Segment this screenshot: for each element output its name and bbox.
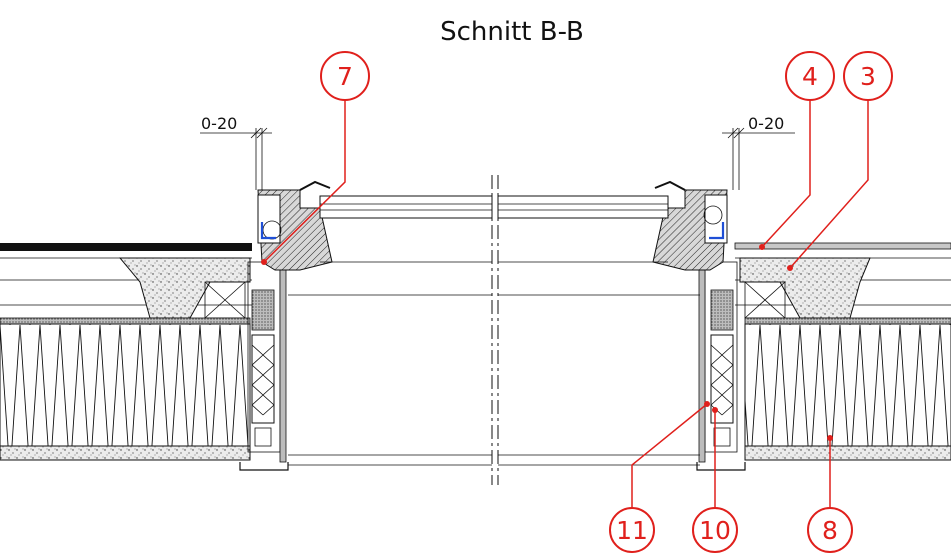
dimension-left: 0-20 [200, 114, 272, 190]
sealing-wedge-left [118, 257, 251, 319]
svg-text:3: 3 [860, 62, 876, 91]
glazing [288, 195, 700, 466]
dimension-label-right: 0-20 [748, 114, 784, 133]
upstand-right [652, 180, 746, 471]
callout-10: 10 [692, 407, 738, 553]
roof-left [0, 243, 252, 461]
roof-membrane-left [0, 243, 252, 251]
deck-left [0, 445, 251, 461]
callout-7: 7 [261, 51, 370, 265]
sealing-wedge-right [739, 257, 871, 319]
dimension-label-left: 0-20 [201, 114, 237, 133]
svg-text:10: 10 [699, 516, 731, 545]
drawing-title: Schnitt B-B [440, 17, 584, 47]
roof-membrane-right [734, 242, 951, 250]
upstand-left [239, 180, 333, 471]
callout-3: 3 [787, 51, 893, 271]
dimension-right: 0-20 [722, 114, 795, 190]
svg-text:4: 4 [802, 62, 818, 91]
deck-right [744, 445, 951, 461]
svg-text:7: 7 [337, 62, 353, 91]
svg-text:8: 8 [822, 516, 838, 545]
insulation-left [0, 323, 251, 447]
roof-right [734, 242, 951, 461]
insulation-right [744, 323, 951, 447]
callout-4: 4 [759, 51, 835, 250]
svg-text:11: 11 [616, 516, 648, 545]
callout-8: 8 [807, 435, 853, 553]
callout-11: 11 [609, 401, 710, 553]
break-lines [491, 175, 499, 485]
